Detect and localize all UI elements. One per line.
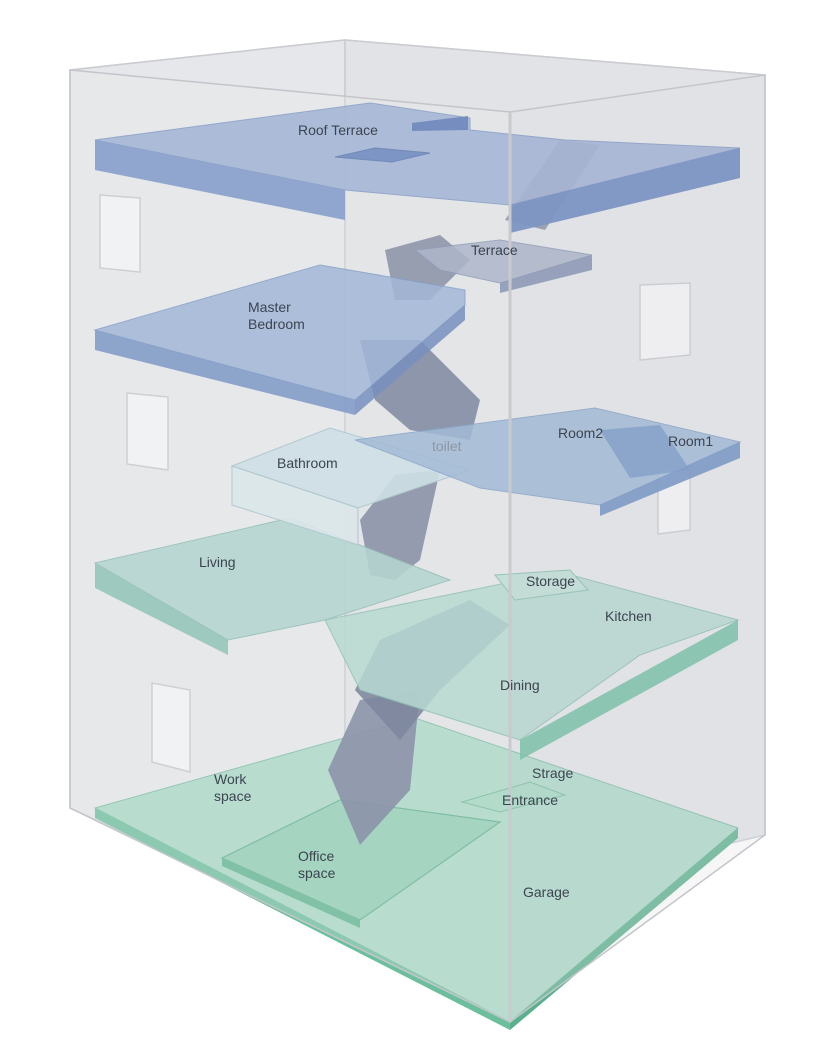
label-office-space-line1: Office	[298, 848, 335, 864]
bedrooms-slab-side	[600, 442, 740, 516]
label-office-space-line2: space	[298, 865, 336, 881]
room1-steps	[600, 425, 690, 478]
roof-slab-front-left	[95, 140, 345, 220]
label-master-bedroom-line1: Master	[248, 299, 291, 315]
master-slab-side	[95, 330, 355, 415]
window-lower-left	[151, 682, 191, 773]
room-labels: Roof Terrace Terrace Master Bedroom toil…	[199, 122, 713, 900]
label-room2: Room2	[558, 425, 603, 441]
label-work-space-line1: Work	[214, 771, 247, 787]
label-dining: Dining	[500, 677, 540, 693]
label-work-space-line2: space	[214, 788, 252, 804]
office-space-slab-side	[222, 858, 360, 928]
roof-slab-front-right	[510, 148, 740, 233]
label-master-bedroom-line2: Bedroom	[248, 316, 305, 332]
building-front-left-glass	[69, 69, 511, 1024]
bathroom-block-front	[231, 465, 359, 546]
label-bathroom: Bathroom	[277, 455, 338, 471]
middle-floor-slab	[230, 407, 742, 546]
terrace-slab-side	[500, 255, 592, 293]
label-garage: Garage	[523, 884, 570, 900]
building-windows	[99, 194, 691, 773]
label-toilet: toilet	[432, 438, 462, 454]
master-slab-side-right	[355, 305, 465, 415]
kitchen-slab-side	[520, 620, 738, 760]
label-storage: Storage	[526, 573, 575, 589]
label-terrace: Terrace	[471, 242, 518, 258]
living-slab-side	[95, 563, 228, 655]
label-roof-terrace: Roof Terrace	[298, 122, 378, 138]
master-bedroom-floor-slab	[93, 239, 593, 415]
label-living: Living	[199, 554, 236, 570]
roof-skylight	[334, 147, 431, 163]
storage-box	[494, 569, 590, 601]
label-strage: Strage	[532, 765, 573, 781]
roof-terrace-slab	[94, 102, 741, 233]
window-upper-right	[639, 282, 691, 361]
label-entrance: Entrance	[502, 792, 558, 808]
building-front-right-glass	[509, 74, 766, 1024]
ground-slab-front-left	[95, 808, 510, 1030]
window-mid-left	[126, 392, 169, 471]
window-upper-left	[99, 194, 141, 273]
roof-parapet-notch	[412, 116, 468, 131]
label-kitchen: Kitchen	[605, 608, 652, 624]
living-floor-slab	[93, 517, 740, 760]
entrance-step	[460, 781, 567, 813]
office-space-slab	[220, 799, 502, 921]
building-shell-front	[69, 69, 766, 1024]
label-room1: Room1	[668, 433, 713, 449]
